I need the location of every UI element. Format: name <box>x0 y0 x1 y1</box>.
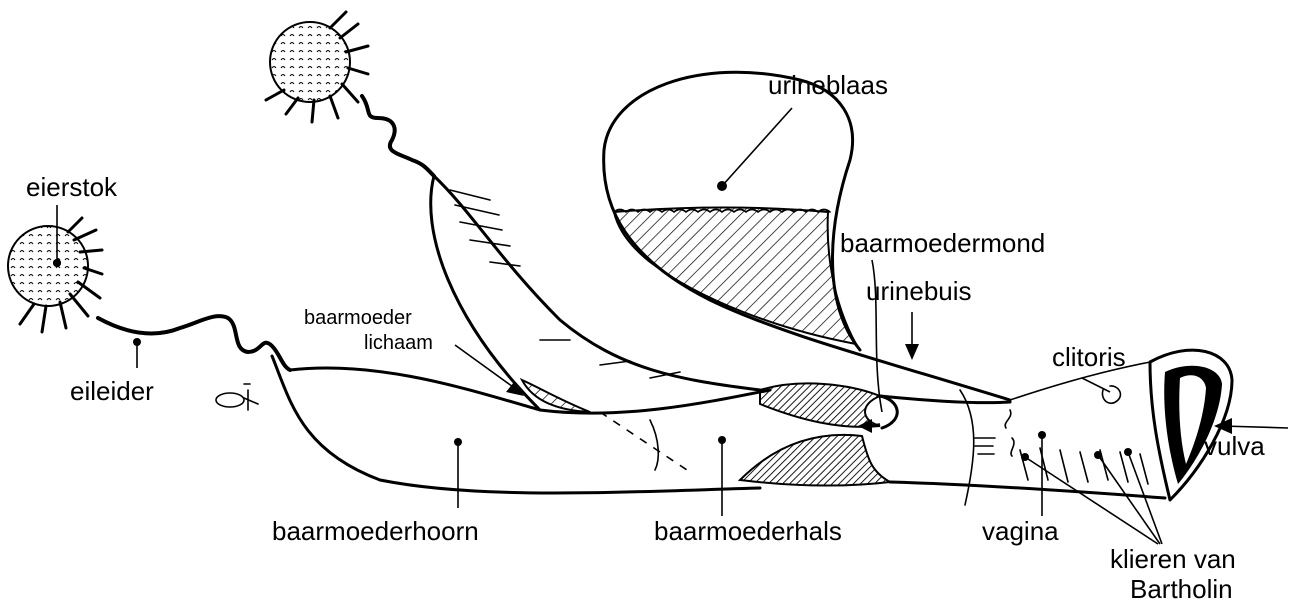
leader-lines <box>53 108 1288 544</box>
label-urinebuis: urinebuis <box>866 276 972 306</box>
label-vagina: vagina <box>982 516 1059 546</box>
label-baarmoeder-lichaam-2: lichaam <box>364 332 433 354</box>
label-baarmoederhoorn: baarmoederhoorn <box>272 516 479 546</box>
label-vulva: vulva <box>1204 431 1265 461</box>
female-symbol <box>216 384 258 410</box>
label-clitoris: clitoris <box>1052 342 1126 372</box>
label-bartholin: Bartholin <box>1130 574 1233 604</box>
cervix <box>740 383 897 485</box>
top-oviduct <box>362 96 434 176</box>
left-oviduct <box>98 316 290 370</box>
top-ovary <box>266 12 368 122</box>
label-urineblaas: urineblaas <box>768 70 888 100</box>
label-eileider: eileider <box>70 376 154 406</box>
label-baarmoeder-lichaam-1: baarmoeder <box>304 307 412 329</box>
label-baarmoedermond: baarmoedermond <box>840 228 1045 258</box>
label-eierstok: eierstok <box>26 172 118 202</box>
vagina-tube <box>880 362 1165 505</box>
lower-uterine-horn <box>272 356 770 493</box>
label-baarmoederhals: baarmoederhals <box>654 516 842 546</box>
left-ovary <box>8 218 102 332</box>
label-klieren-van: klieren van <box>1110 544 1236 574</box>
